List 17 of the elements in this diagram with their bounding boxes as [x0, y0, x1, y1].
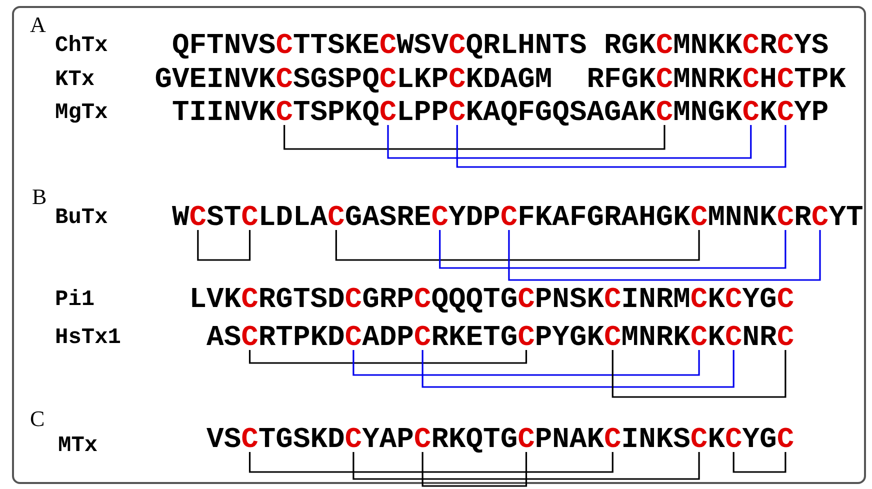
amino-acid-sequence: GVEINVKCSGSPQCLKPCKDAGM RFGKCMNRKCHCTPK	[154, 65, 846, 95]
panel-letter: B	[32, 183, 47, 211]
toxin-name: BuTx	[55, 204, 108, 232]
toxin-name: KTx	[55, 66, 95, 94]
panel-letter: A	[30, 11, 46, 39]
amino-acid-sequence: QFTNVSCTTSKECWSVCQRLHNTS RGKCMNKKCRCYS	[172, 31, 829, 61]
panel-letter: C	[30, 405, 45, 433]
toxin-name: HsTx1	[55, 324, 122, 352]
amino-acid-sequence: WCSTCLDLACGASRECYDPCFKAFGRAHGKCMNNKCRCYT	[172, 203, 864, 233]
amino-acid-sequence: VSCTGSKDCYAPCRKQTGCPNAKCINKSCKCYGC	[206, 425, 794, 455]
amino-acid-sequence: LVKCRGTSDCGRPCQQQTGCPNSKCINRMCKCYGC	[189, 285, 794, 315]
toxin-name: Pi1	[55, 286, 95, 314]
amino-acid-sequence: TIINVKCTSPKQCLPPCKAQFGQSAGAKCMNGKCKCYP	[172, 98, 829, 128]
toxin-name: MTx	[58, 432, 98, 460]
toxin-name: ChTx	[55, 32, 108, 60]
amino-acid-sequence: ASCRTPKDCADPCRKETGCPYGKCMNRKCKCNRC	[206, 323, 794, 353]
toxin-name: MgTx	[55, 99, 108, 127]
